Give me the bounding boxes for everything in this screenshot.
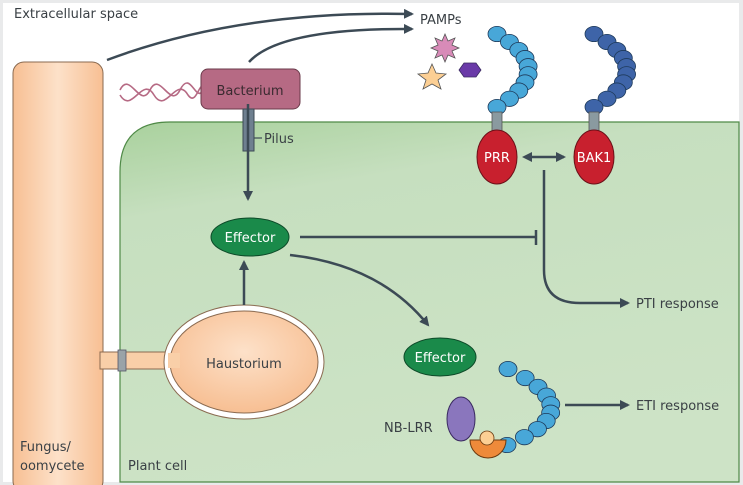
nblrr-nucleotide	[479, 430, 495, 446]
pti-arrow	[542, 170, 630, 308]
lrr-bead	[514, 429, 534, 446]
neck-band	[117, 349, 127, 372]
fungus-hypha	[12, 61, 104, 485]
lrr-bead	[584, 25, 604, 43]
lrr-bead	[528, 421, 547, 438]
eti-response-label: ETI response	[636, 399, 719, 414]
pilus-label: Pilus	[264, 132, 294, 147]
nblrr-nb-domain	[469, 439, 507, 459]
bak1-receptor	[573, 129, 615, 185]
lrr-bead	[515, 369, 535, 387]
fungus-label-line2: oomycete	[20, 459, 85, 474]
lrr-bead	[498, 360, 518, 378]
extracellular-space-label: Extracellular space	[14, 7, 138, 22]
prr-label: PRR	[484, 151, 510, 166]
fungus-label-line1: Fungus/	[20, 440, 72, 455]
haustorium-neck	[99, 351, 173, 370]
effector-1	[210, 217, 290, 257]
pamp-arrow-fungus	[106, 8, 414, 62]
plant-cell-label: Plant cell	[128, 459, 187, 474]
pamp-star-orange-icon	[416, 63, 448, 90]
prr-receptor	[476, 129, 518, 185]
effector-1-label: Effector	[225, 231, 276, 246]
effector-recognition-arrow	[289, 253, 430, 327]
nb-lrr-label: NB-LRR	[384, 421, 433, 436]
neck-join	[168, 353, 180, 368]
pamps-label: PAMPs	[420, 13, 462, 28]
nblrr-lrr-domain	[497, 360, 561, 454]
flagellum-1	[119, 82, 203, 97]
prr-lrr-domain	[487, 25, 538, 116]
pamp-hexagon-icon	[458, 62, 482, 78]
effector-2	[403, 337, 477, 377]
haustorium-label: Haustorium	[206, 357, 282, 372]
pti-response-label: PTI response	[636, 297, 719, 312]
pamp-arrow-bacterium	[248, 23, 414, 63]
nblrr-cc-domain	[446, 396, 476, 442]
bak1-lrr-domain	[584, 25, 636, 116]
bacterium-label: Bacterium	[217, 84, 284, 99]
flagellum-2	[119, 85, 203, 102]
lrr-bead	[597, 90, 617, 107]
lrr-bead	[500, 90, 519, 107]
effector-2-label: Effector	[415, 351, 466, 366]
bak1-label: BAK1	[577, 151, 612, 166]
pamp-star-pink-icon	[429, 32, 461, 64]
